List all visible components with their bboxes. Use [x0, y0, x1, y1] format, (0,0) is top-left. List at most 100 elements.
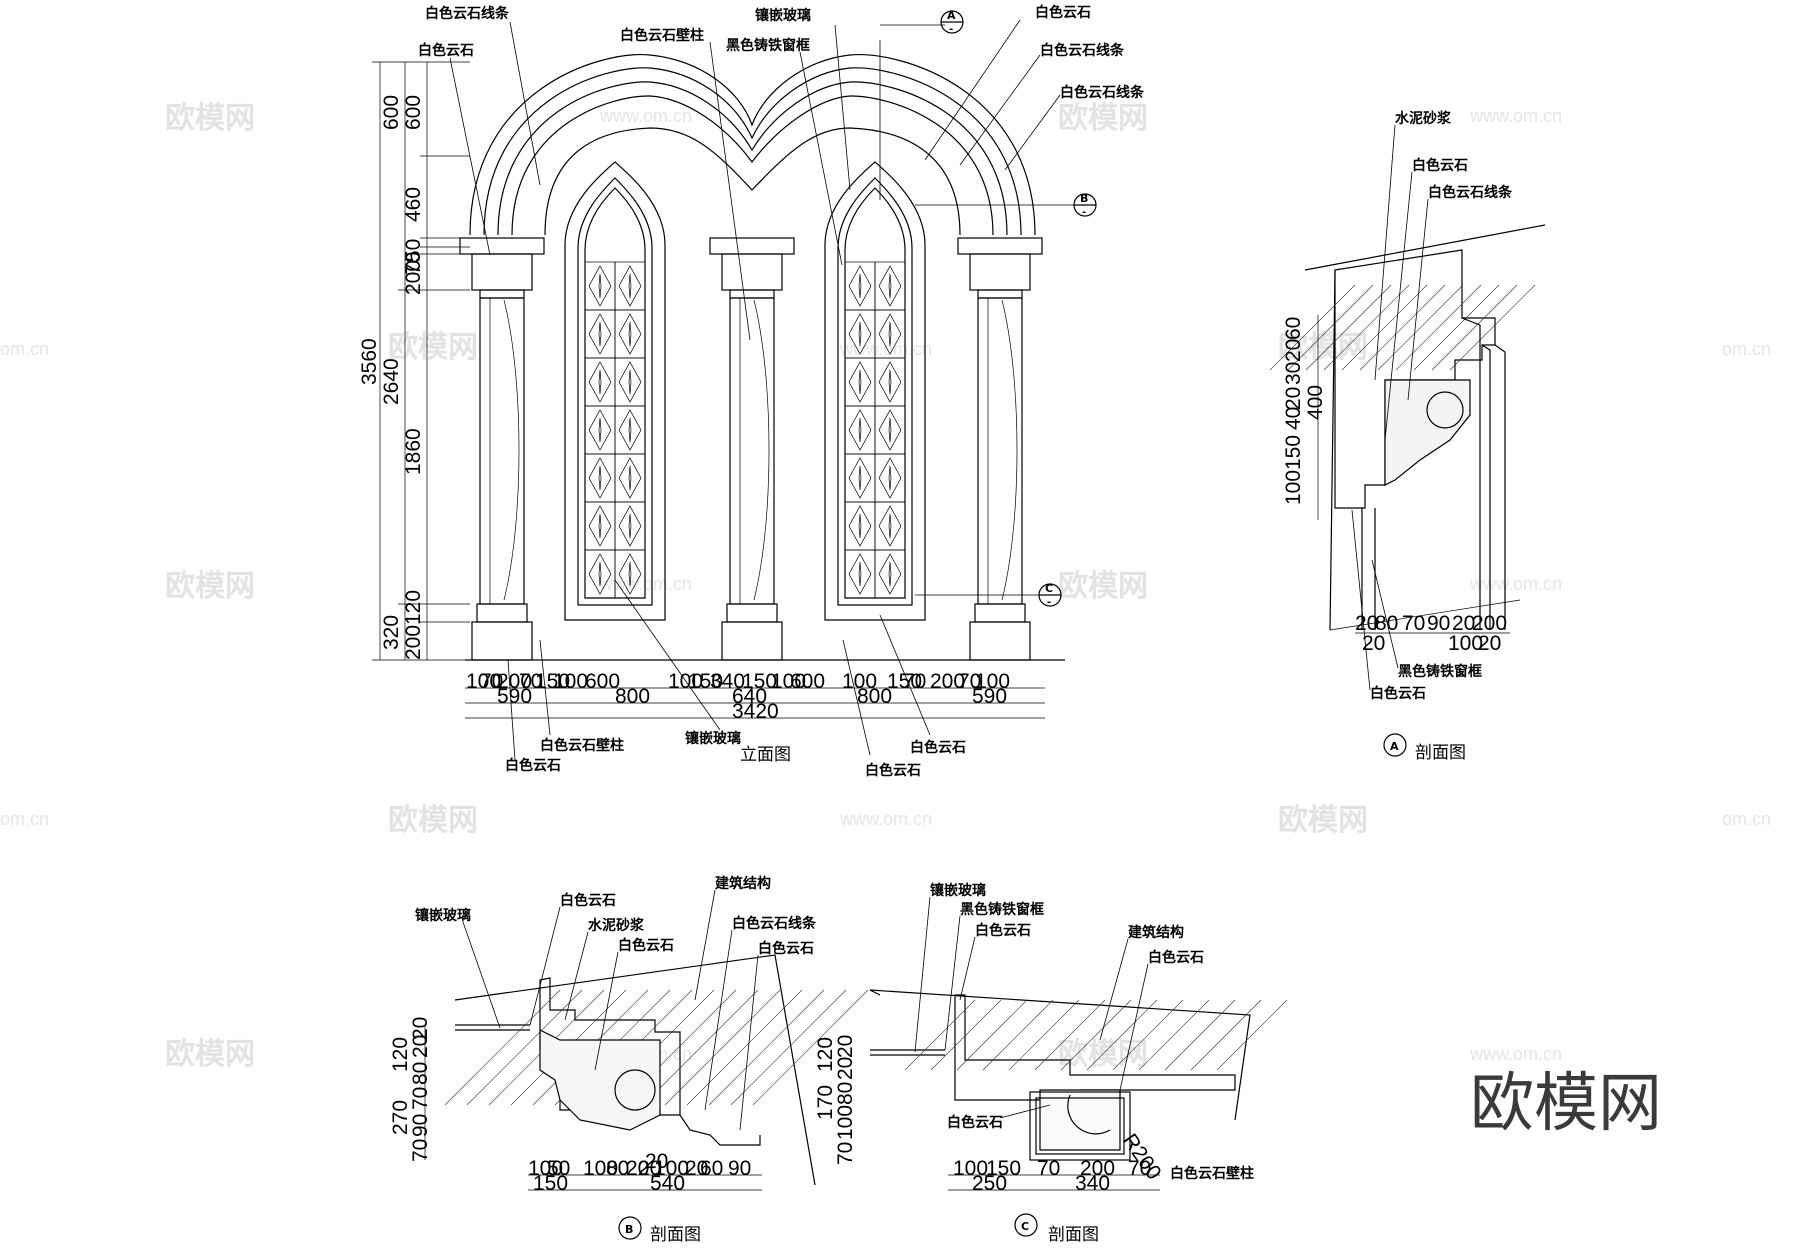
dimension-text: 100 — [553, 670, 588, 693]
svg-text:20: 20 — [409, 1017, 432, 1040]
hatch-line — [1395, 284, 1482, 371]
dimension-total: 3420 — [732, 700, 779, 723]
lattice-diamond — [888, 321, 892, 347]
lattice-diamond — [628, 417, 632, 443]
lattice-pane — [614, 405, 646, 455]
hatch-line — [1138, 999, 1210, 1071]
svg-text:1860: 1860 — [402, 428, 425, 475]
hatch-line — [752, 989, 869, 1106]
hatch-line — [930, 999, 1002, 1071]
svg-text:200: 200 — [402, 625, 425, 660]
lattice-diamond — [858, 465, 862, 491]
label-stone-line: 白色云石线条 — [1060, 84, 1145, 101]
lattice-diamond — [848, 361, 872, 403]
elevation-caption: 立面图 — [740, 745, 791, 765]
hatch-line — [1086, 999, 1158, 1071]
hatch-line — [642, 989, 759, 1106]
lattice-diamond — [588, 505, 612, 547]
lattice-diamond — [628, 465, 632, 491]
lattice-diamond — [848, 505, 872, 547]
watermark-text: 欧模网 — [388, 803, 478, 838]
label-stone: 白色云石 — [505, 757, 561, 774]
dimension-text: 100 — [842, 670, 877, 693]
svg-text:C: C — [1021, 1220, 1029, 1233]
lattice-pane — [614, 501, 646, 551]
lattice-diamond — [858, 273, 862, 299]
dimension-text: 70 — [519, 670, 542, 693]
watermark-url: www.om.cn — [599, 106, 692, 126]
lattice-diamond — [618, 313, 642, 355]
dimension-text: 70 — [903, 670, 926, 693]
label-pilaster: 白色云石壁柱 — [620, 27, 704, 44]
pilaster-shaft — [977, 297, 1023, 605]
svg-text:200: 200 — [402, 260, 425, 295]
dimension-text: 20 — [1362, 632, 1385, 655]
label-inlay-glass: 镶嵌玻璃 — [415, 907, 471, 924]
lattice-pane — [844, 453, 876, 503]
dimension-text: 200 — [930, 670, 965, 693]
lattice-diamond — [888, 273, 892, 299]
dimension-text: 100 — [583, 1157, 618, 1180]
svg-text:90: 90 — [409, 1114, 432, 1137]
section-a-labels: 水泥砂浆 白色云石 白色云石线条 黑色铸铁窗框 白色云石 — [1351, 110, 1513, 702]
svg-text:C: C — [1045, 582, 1053, 595]
pilaster-capital-block — [471, 253, 533, 291]
lattice-diamond — [628, 513, 632, 539]
label-stone: 白色云石 — [1035, 4, 1091, 21]
label-inlay-glass: 镶嵌玻璃 — [930, 882, 986, 899]
label-pilaster: 白色云石壁柱 — [1170, 1165, 1254, 1182]
dimension-text: 20 — [1355, 612, 1378, 635]
dimension-text: 150 — [688, 670, 723, 693]
dimension-text: 20 — [1478, 632, 1501, 655]
svg-text:150: 150 — [986, 1157, 1021, 1180]
label-structure: 建筑结构 — [1128, 924, 1184, 941]
svg-text:3560: 3560 — [358, 338, 381, 385]
section-a-caption: A 剖面图 — [1383, 733, 1466, 763]
lattice-pane — [614, 549, 646, 599]
lattice-diamond — [618, 505, 642, 547]
outer-arches — [469, 53, 1036, 236]
watermark-url: om.cn — [1722, 809, 1771, 829]
dimension-text: 590 — [497, 685, 532, 708]
pilaster-capital — [459, 237, 545, 255]
svg-text:120: 120 — [389, 1037, 412, 1072]
lattice-diamond — [858, 321, 862, 347]
lattice-diamond — [628, 273, 632, 299]
dimension-text: 50 — [547, 1157, 570, 1180]
lattice-diamond — [588, 553, 612, 595]
svg-text:70: 70 — [409, 1139, 432, 1162]
lattice-pane — [584, 453, 616, 503]
hatch-line — [664, 989, 781, 1106]
watermark-url: om.cn — [1722, 339, 1771, 359]
label-stone: 白色云石 — [418, 42, 474, 59]
lattice-diamond — [848, 265, 872, 307]
watermark-text: 欧模网 — [165, 569, 255, 604]
label-inlay-glass: 镶嵌玻璃 — [755, 7, 811, 24]
watermark-url: www.om.cn — [839, 339, 932, 359]
svg-text:340: 340 — [1075, 1172, 1110, 1195]
watermark-url: www.om.cn — [1469, 1044, 1562, 1064]
svg-text:170: 170 — [814, 1085, 837, 1120]
dimension-text: 80 — [606, 1157, 629, 1180]
lattice-pane — [874, 501, 906, 551]
svg-text:剖面图: 剖面图 — [1415, 743, 1466, 763]
pilaster-shading — [1001, 299, 1018, 601]
watermark-logo: 欧模网 — [1470, 1067, 1662, 1141]
hatch-line — [1034, 999, 1106, 1071]
pilaster-capital — [709, 237, 795, 255]
pilasters — [459, 237, 1043, 661]
svg-text:600: 600 — [402, 95, 425, 130]
hatch-line — [1164, 999, 1236, 1071]
lattice-diamond — [878, 457, 902, 499]
lattice-diamond — [858, 369, 862, 395]
concrete-hatch — [1269, 284, 1536, 371]
label-mortar: 水泥砂浆 — [1395, 110, 1452, 127]
svg-text:20: 20 — [1282, 387, 1305, 410]
svg-text:460: 460 — [402, 187, 425, 222]
label-stone-line: 白色云石线条 — [1428, 184, 1513, 201]
window-lattice — [844, 261, 906, 599]
hatch-line — [1359, 284, 1446, 371]
watermark-url: www.om.cn — [1469, 106, 1562, 126]
dimension-text: 150 — [742, 670, 777, 693]
